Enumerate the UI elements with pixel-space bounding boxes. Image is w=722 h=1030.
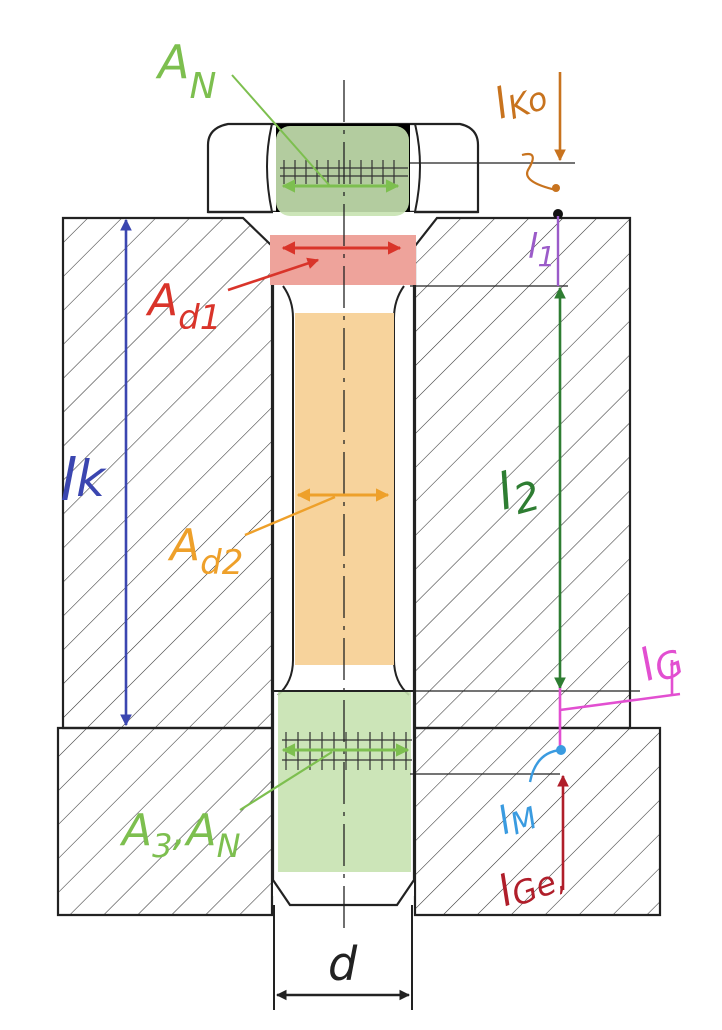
- label-a-d2: Ad2: [167, 520, 243, 583]
- label-a-d1: Ad1: [145, 275, 221, 338]
- label-a-3-a-n: A3,AN: [119, 805, 241, 865]
- label-l-g: lG: [632, 629, 690, 695]
- a-d2-leader: [244, 495, 336, 537]
- label-l-ko: lKo: [488, 66, 552, 130]
- label-d: d: [328, 937, 358, 991]
- a-d1-area: [270, 235, 416, 285]
- l-m-hook: [528, 748, 562, 783]
- upper-plate: [61, 216, 632, 730]
- label-l-1: l1: [528, 227, 555, 273]
- lower-plate: [56, 726, 662, 917]
- label-a-n-top: AN: [155, 35, 216, 107]
- a-3-leader: [239, 751, 333, 811]
- label-l-k: lk: [60, 446, 107, 514]
- l-ko-point: [552, 184, 560, 192]
- top-reference-point: [553, 209, 563, 219]
- a-n-top-leader: [231, 74, 331, 187]
- a-n-top-area: [276, 126, 409, 216]
- reference-lines: [410, 162, 640, 775]
- d-dimension: [273, 905, 413, 1010]
- l-g-bracket: [558, 660, 681, 752]
- a-d1-leader: [227, 257, 320, 292]
- l-ko-hook: [521, 152, 557, 192]
